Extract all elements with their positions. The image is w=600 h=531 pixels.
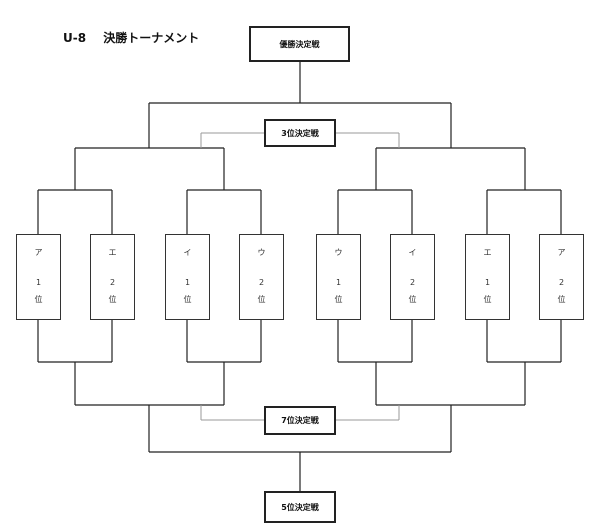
team-rank-suffix: 位 — [257, 295, 266, 304]
team-name: ア — [557, 248, 566, 257]
team-slot: ア 1 位 — [16, 234, 61, 320]
team-name: イ — [183, 248, 192, 257]
team-rank: 2 — [258, 278, 265, 287]
third-place-match-label: 3位決定戦 — [281, 128, 319, 138]
team-rank-suffix: 位 — [183, 295, 192, 304]
seventh-place-match-label: 7位決定戦 — [281, 416, 319, 425]
team-rank-suffix: 位 — [34, 295, 43, 304]
page-title: U-8 決勝トーナメント — [63, 29, 199, 46]
team-slot: イ 2 位 — [390, 234, 435, 320]
team-slot: ウ 2 位 — [239, 234, 284, 320]
team-slot: イ 1 位 — [165, 234, 210, 320]
team-name: ウ — [334, 248, 343, 257]
team-name: イ — [408, 248, 417, 257]
final-match-label: 優勝決定戦 — [279, 39, 320, 49]
tournament-name: 決勝トーナメント — [103, 31, 200, 45]
fifth-place-match-label: 5位決定戦 — [281, 502, 319, 512]
team-name: エ — [483, 248, 492, 257]
fifth-place-match-box: 5位決定戦 — [264, 491, 336, 523]
team-slot: エ 2 位 — [90, 234, 135, 320]
final-match-box: 優勝決定戦 — [249, 26, 350, 62]
team-rank-suffix: 位 — [334, 295, 343, 304]
team-rank: 2 — [558, 278, 565, 287]
team-slot: ア 2 位 — [539, 234, 584, 320]
team-rank: 2 — [409, 278, 416, 287]
category-code: U-8 — [63, 31, 87, 45]
team-rank: 1 — [484, 278, 491, 287]
third-place-match-box: 3位決定戦 — [264, 119, 336, 147]
team-rank: 1 — [35, 278, 42, 287]
team-slot: エ 1 位 — [465, 234, 510, 320]
team-rank: 1 — [184, 278, 191, 287]
seventh-place-match-box: 7位決定戦 — [264, 406, 336, 435]
team-rank-suffix: 位 — [557, 295, 566, 304]
team-rank: 1 — [335, 278, 342, 287]
team-name: ア — [34, 248, 43, 257]
team-name: エ — [108, 248, 117, 257]
team-rank-suffix: 位 — [108, 295, 117, 304]
team-rank: 2 — [109, 278, 116, 287]
team-slot: ウ 1 位 — [316, 234, 361, 320]
team-rank-suffix: 位 — [483, 295, 492, 304]
team-name: ウ — [257, 248, 266, 257]
team-rank-suffix: 位 — [408, 295, 417, 304]
